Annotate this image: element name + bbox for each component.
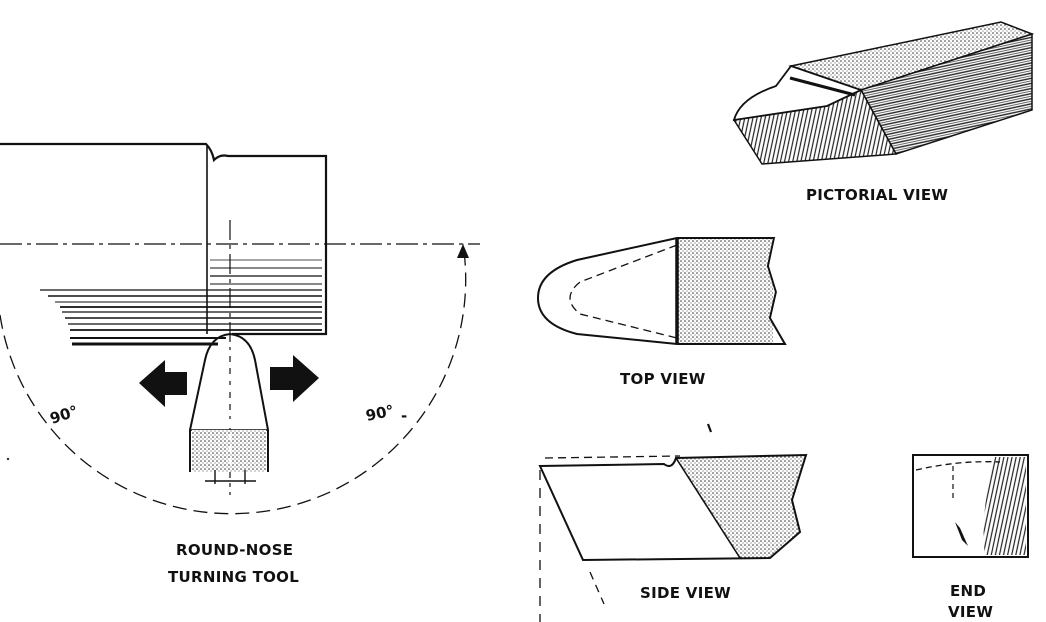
side-view-shaded-section [676, 455, 806, 558]
pictorial-edge [789, 76, 856, 97]
arc-arrowhead [457, 244, 469, 258]
end-view-mark [955, 522, 968, 546]
end-view-label-line1: END [950, 582, 986, 600]
workpiece-and-tool-view: 90° 90° - ROUND-NOSE TURNING TOOL [0, 142, 480, 586]
tool-body [189, 332, 269, 472]
end-view-hatched-region [983, 457, 1026, 555]
left-angle-label: 90° [48, 402, 81, 428]
feed-left-arrow-icon [139, 360, 187, 407]
end-view-label-line2: VIEW [948, 603, 993, 621]
side-view: SIDE VIEW [538, 453, 808, 622]
tool-name-line2: TURNING TOOL [168, 568, 299, 586]
angle-arc [0, 243, 467, 515]
end-view: END VIEW [912, 454, 1029, 621]
side-view-label: SIDE VIEW [640, 584, 731, 602]
top-view-label: TOP VIEW [620, 370, 706, 388]
top-view: TOP VIEW [536, 237, 787, 388]
workpiece-outline [0, 142, 328, 336]
machined-surface-lines [40, 259, 322, 346]
top-view-break-line [767, 237, 786, 345]
side-view-outline [538, 453, 808, 562]
pictorial-nose [732, 64, 864, 122]
pictorial-view: PICTORIAL VIEW [732, 21, 1035, 204]
stray-mark [6, 457, 10, 461]
side-view-hidden-top [544, 455, 681, 459]
side-view-section-edge [675, 457, 741, 559]
top-view-shank [677, 238, 773, 344]
side-view-hidden-diagonal [589, 571, 605, 605]
tool-name-line1: ROUND-NOSE [176, 541, 293, 559]
stray-tick-mark [706, 423, 713, 433]
pictorial-view-label: PICTORIAL VIEW [806, 186, 948, 204]
feed-right-arrow-icon [270, 355, 319, 402]
right-angle-dash: - [401, 407, 407, 425]
top-view-hidden-line [569, 244, 678, 339]
right-angle-label: 90° [364, 401, 395, 425]
end-view-hidden-line [915, 461, 1001, 471]
